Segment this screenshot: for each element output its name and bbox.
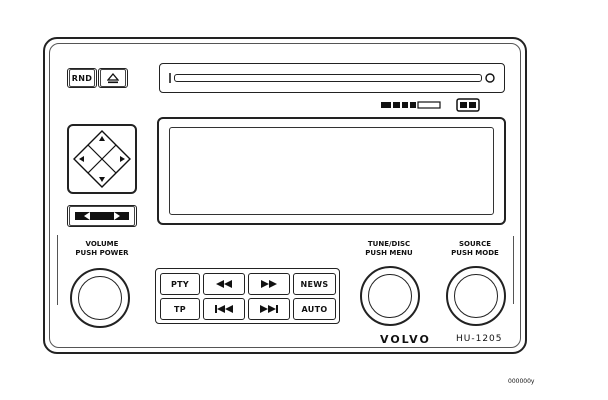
eject-button-face [100, 69, 126, 87]
skip-next-button[interactable] [248, 298, 290, 320]
volume-label: VOLUME PUSH POWER [62, 240, 142, 258]
source-knob[interactable] [446, 266, 506, 326]
volume-knob-ring [78, 276, 122, 320]
right-side-strip [513, 236, 514, 304]
volume-knob[interactable] [70, 268, 130, 328]
slot-left-mark [169, 73, 171, 83]
navigation-pad[interactable] [67, 124, 137, 194]
auto-button[interactable]: AUTO [293, 298, 336, 320]
tuning-label: TUNE/DISC PUSH MENU [352, 240, 426, 258]
source-label: SOURCE PUSH MODE [438, 240, 512, 258]
source-label-line1: SOURCE [459, 240, 491, 248]
pty-button[interactable]: PTY [160, 273, 200, 295]
news-label: NEWS [300, 279, 329, 289]
news-button[interactable]: NEWS [293, 273, 336, 295]
skip-next-icon [260, 305, 278, 313]
auto-label: AUTO [301, 304, 328, 314]
source-knob-ring [454, 274, 498, 318]
model-number: HU-1205 [456, 334, 503, 344]
tuning-label-line1: TUNE/DISC [367, 240, 411, 248]
random-button-face: RND [69, 69, 95, 87]
volume-label-line2: PUSH POWER [75, 249, 129, 257]
lcd-display [157, 117, 506, 225]
nav-pad-diamond [73, 130, 131, 188]
lcd-screen [169, 127, 494, 215]
rewind-button[interactable] [203, 273, 245, 295]
source-label-line2: PUSH MODE [451, 249, 499, 257]
eject-icon [107, 72, 119, 83]
skip-previous-button[interactable] [203, 298, 245, 320]
tuning-knob[interactable] [360, 266, 420, 326]
cd-logo [456, 98, 480, 112]
exit-button-face [69, 206, 135, 226]
keypad: PTY NEWS TP AUTO [155, 268, 340, 324]
cd-slot-groove [174, 74, 482, 82]
rewind-icon [216, 280, 232, 288]
tp-button[interactable]: TP [160, 298, 200, 320]
tp-label: TP [174, 304, 186, 314]
random-button[interactable]: RND [67, 68, 97, 88]
left-side-strip [57, 235, 58, 305]
skip-previous-icon [215, 305, 233, 313]
pty-label: PTY [170, 279, 189, 289]
fast-forward-button[interactable] [248, 273, 290, 295]
tuning-knob-ring [368, 274, 412, 318]
volume-label-line1: VOLUME [85, 240, 119, 248]
tuning-label-line2: PUSH MENU [365, 249, 413, 257]
fast-forward-icon [261, 280, 277, 288]
faceplate-inner-edge [49, 43, 521, 348]
figure-code: 000000y [508, 378, 535, 385]
brand-name: VOLVO [380, 333, 431, 346]
eject-button[interactable] [98, 68, 128, 88]
exit-button[interactable] [67, 205, 137, 227]
cd-slot [159, 63, 505, 93]
random-label: RND [71, 73, 93, 83]
audio-logos [381, 101, 441, 109]
exit-arrows-icon [75, 212, 129, 220]
slot-right-mark [485, 73, 495, 83]
